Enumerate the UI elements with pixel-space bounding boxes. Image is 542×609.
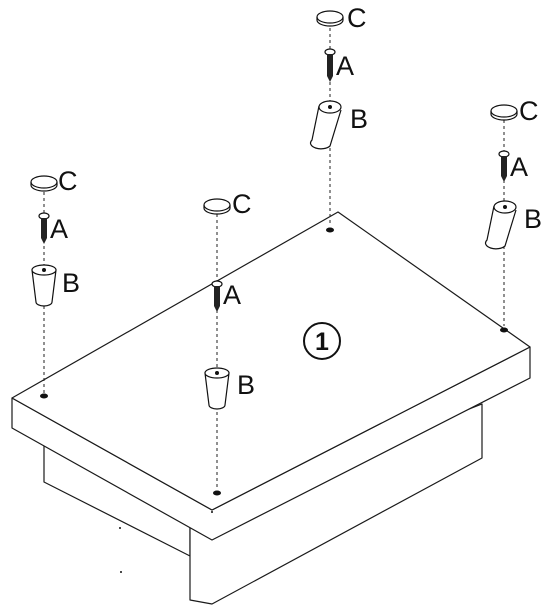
small-mark: [211, 511, 213, 513]
part-group-back-right: C A B: [484, 96, 542, 333]
cabinet-body: [11, 211, 531, 605]
screw-icon: [498, 150, 510, 182]
screw-icon: [324, 48, 336, 82]
cap-label: C: [519, 96, 539, 126]
drill-hole: [40, 393, 48, 399]
cylinder-foot-icon: [309, 100, 342, 150]
foot-label: B: [350, 104, 368, 134]
screw-label: A: [50, 214, 68, 244]
cylinder-foot-icon: [484, 200, 517, 250]
cap-disc-icon: [316, 10, 344, 27]
top-surface: [11, 211, 531, 511]
part-group-back-center: C A B: [309, 3, 368, 233]
small-mark: [119, 527, 121, 529]
cap-label: C: [347, 3, 367, 33]
part-group-front-left: C A B: [30, 166, 80, 399]
circled-number-icon: [303, 322, 341, 360]
screw-label: A: [336, 51, 354, 81]
cap-label: C: [232, 189, 252, 219]
cap-disc-icon: [490, 104, 518, 121]
screw-icon: [38, 212, 50, 244]
drill-hole: [213, 490, 221, 496]
cylinder-foot-icon: [31, 264, 57, 307]
drill-hole: [326, 227, 334, 233]
step-number: 1: [315, 328, 329, 356]
part-group-front-center: C A B: [203, 189, 255, 496]
cylinder-foot-icon: [204, 367, 230, 410]
foot-label: B: [237, 370, 255, 400]
step-number-marker: 1: [303, 322, 341, 360]
screw-icon: [211, 280, 223, 312]
cap-disc-icon: [30, 175, 58, 192]
drill-hole: [500, 327, 508, 333]
cap-label: C: [58, 166, 78, 196]
foot-label: B: [524, 204, 542, 234]
small-mark: [120, 571, 122, 573]
foot-label: B: [62, 268, 80, 298]
screw-label: A: [510, 152, 528, 182]
screw-label: A: [223, 280, 241, 310]
cap-disc-icon: [203, 198, 231, 215]
